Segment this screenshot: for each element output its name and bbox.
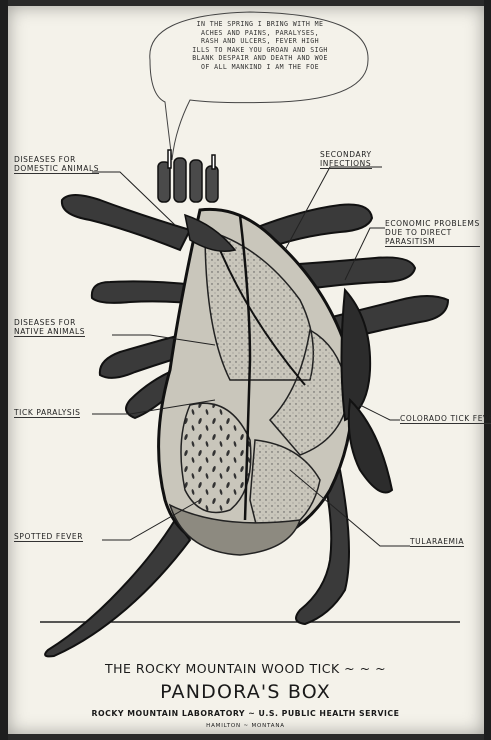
title-line-4: HAMILTON ~ MONTANA [0,723,491,729]
title-line-3: ROCKY MOUNTAIN LABORATORY ~ U.S. PUBLIC … [0,709,491,718]
speech-line: BLANK DESPAIR AND DEATH AND WOE [160,54,360,63]
tick-mouthparts [158,150,218,202]
label-tick-paralysis: TICK PARALYSIS [14,408,80,418]
speech-line: ACHES AND PAINS, PARALYSES, [160,29,360,38]
label-secondary-infections: SECONDARY INFECTIONS [320,150,372,169]
speech-line: IN THE SPRING I BRING WITH ME [160,20,360,29]
speech-bubble-text: IN THE SPRING I BRING WITH ME ACHES AND … [160,20,360,72]
label-domestic-animals: DISEASES FOR DOMESTIC ANIMALS [14,155,99,174]
label-colorado-tick-fever: COLORADO TICK FEVER [400,414,491,424]
speech-line: ILLS TO MAKE YOU GROAN AND SIGH [160,46,360,55]
label-spotted-fever: SPOTTED FEVER [14,532,83,542]
speech-line: RASH AND ULCERS, FEVER HIGH [160,37,360,46]
label-economic-problems: ECONOMIC PROBLEMS DUE TO DIRECT PARASITI… [385,219,480,247]
label-native-animals: DISEASES FOR NATIVE ANIMALS [14,318,85,337]
title-line-1: THE ROCKY MOUNTAIN WOOD TICK ~ ~ ~ [0,661,491,676]
title-line-2: PANDORA'S BOX [0,681,491,703]
label-tularaemia: TULARAEMIA [410,537,464,547]
speech-line: OF ALL MANKIND I AM THE FOE [160,63,360,72]
